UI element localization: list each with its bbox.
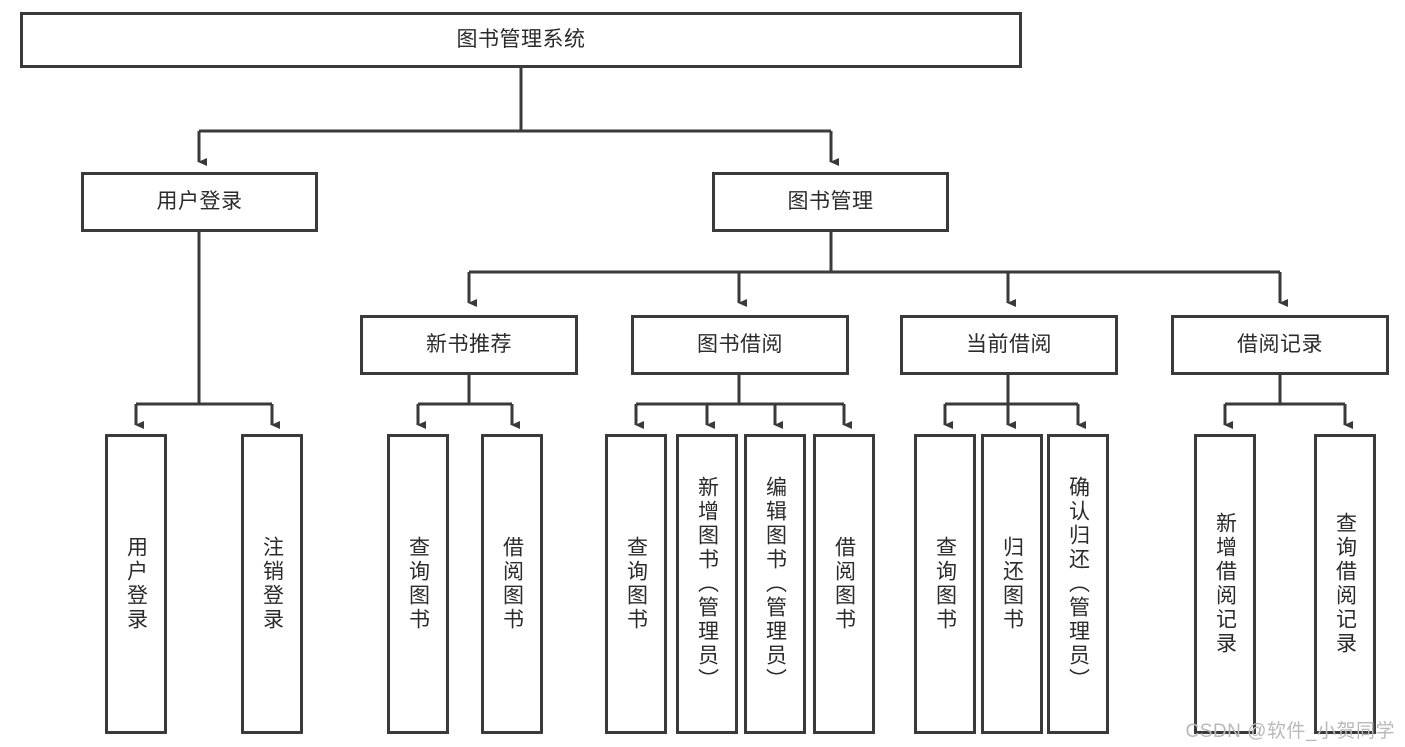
node-label: 用户登录 [156, 189, 243, 213]
leaf-record-query-borrow-record[interactable]: 查询借阅记录 [1314, 434, 1376, 734]
leaf-label: 查询图书 [624, 536, 648, 632]
leaf-label: 查询图书 [406, 536, 430, 632]
leaf-borrow-query-book[interactable]: 查询图书 [605, 434, 667, 734]
leaf-borrow-edit-book-admin[interactable]: 编辑图书（管理员） [744, 434, 806, 734]
leaf-label: 借阅图书 [832, 536, 856, 632]
leaf-label: 归还图书 [1000, 536, 1024, 632]
leaf-label: 借阅图书 [500, 536, 524, 632]
leaf-record-add-borrow-record[interactable]: 新增借阅记录 [1194, 434, 1256, 734]
node-current-borrow[interactable]: 当前借阅 [900, 315, 1118, 375]
leaf-label: 新增借阅记录 [1213, 512, 1237, 656]
watermark-text: CSDN @软件_小贺同学 [1185, 721, 1395, 742]
leaf-label: 新增图书（管理员） [695, 476, 719, 692]
node-root-system[interactable]: 图书管理系统 [20, 12, 1022, 68]
leaf-borrow-add-book-admin[interactable]: 新增图书（管理员） [676, 434, 738, 734]
leaf-label: 确认归还（管理员） [1066, 476, 1090, 692]
node-label: 图书管理系统 [456, 27, 586, 51]
node-new-book-recommend[interactable]: 新书推荐 [360, 315, 578, 375]
node-label: 图书借阅 [697, 332, 783, 356]
leaf-label: 查询图书 [933, 536, 957, 632]
node-label: 借阅记录 [1237, 332, 1323, 356]
node-label: 新书推荐 [426, 332, 512, 356]
leaf-user-logout[interactable]: 注销登录 [241, 434, 303, 734]
leaf-current-confirm-return-admin[interactable]: 确认归还（管理员） [1047, 434, 1109, 734]
leaf-recommend-borrow-book[interactable]: 借阅图书 [481, 434, 543, 734]
leaf-recommend-query-book[interactable]: 查询图书 [387, 434, 449, 734]
node-label: 图书管理 [787, 189, 874, 213]
node-borrow-record[interactable]: 借阅记录 [1171, 315, 1389, 375]
leaf-current-return-book[interactable]: 归还图书 [981, 434, 1043, 734]
node-label: 当前借阅 [966, 332, 1052, 356]
leaf-label: 编辑图书（管理员） [763, 476, 787, 692]
node-book-borrow[interactable]: 图书借阅 [631, 315, 849, 375]
leaf-user-login[interactable]: 用户登录 [105, 434, 167, 734]
leaf-current-query-book[interactable]: 查询图书 [914, 434, 976, 734]
node-user-login[interactable]: 用户登录 [81, 172, 318, 232]
leaf-label: 查询借阅记录 [1333, 512, 1357, 656]
leaf-label: 用户登录 [124, 536, 148, 632]
node-book-management[interactable]: 图书管理 [712, 172, 949, 232]
leaf-borrow-borrow-book[interactable]: 借阅图书 [813, 434, 875, 734]
leaf-label: 注销登录 [260, 536, 284, 632]
